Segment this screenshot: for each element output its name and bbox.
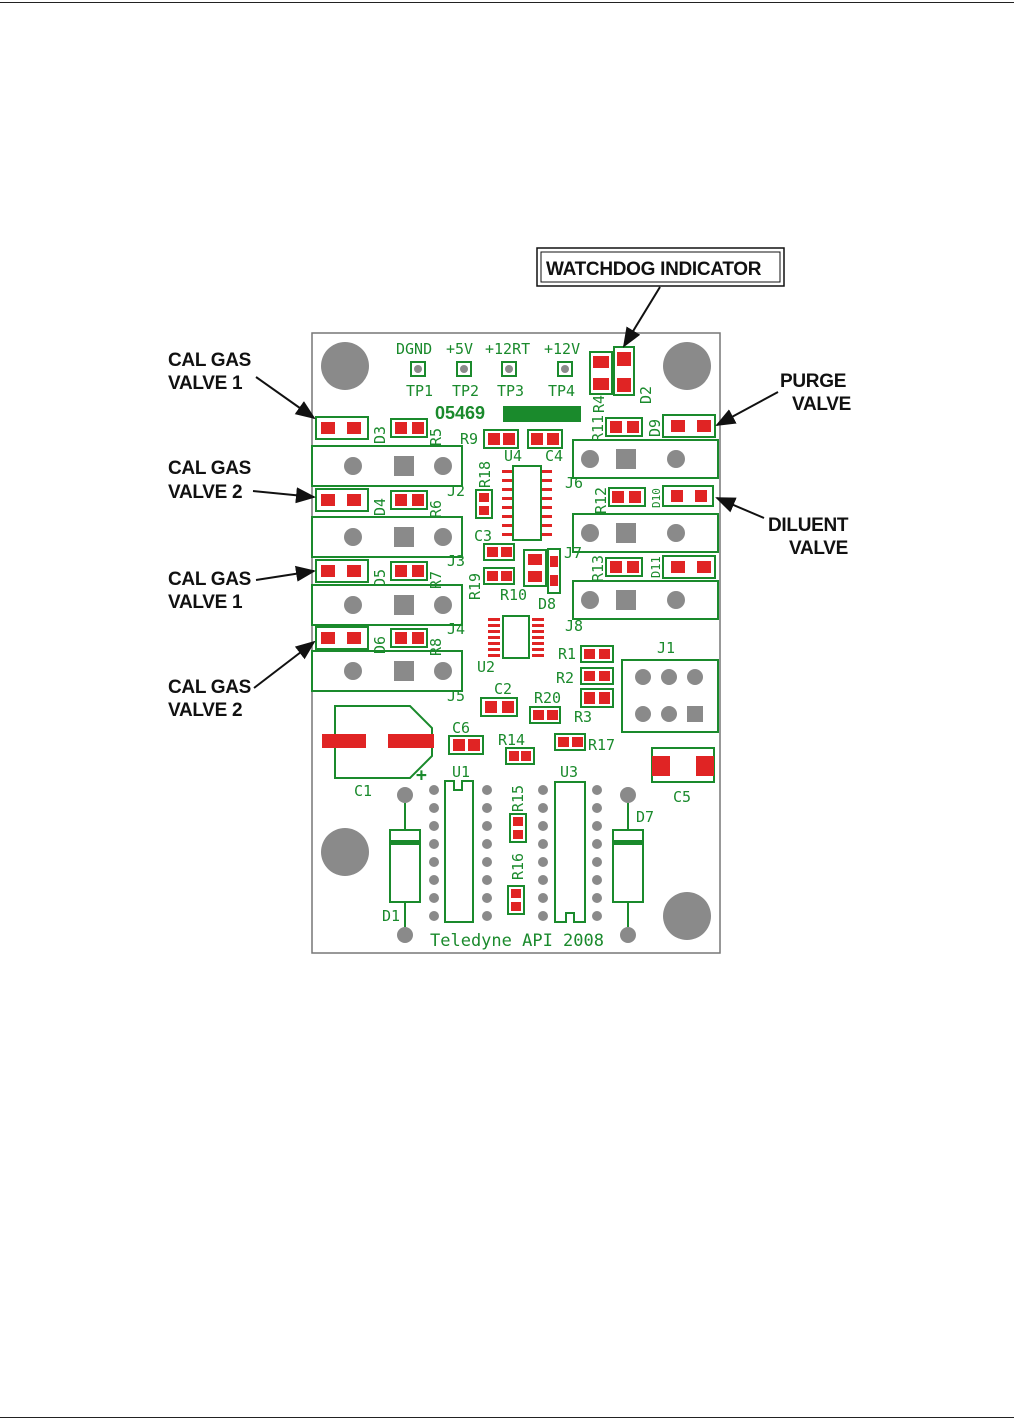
ref-c5: C5 (673, 788, 691, 806)
mounting-hole-tr (663, 342, 711, 390)
ref-d3: D3 (371, 426, 389, 444)
left-connectors (311, 445, 463, 692)
mounting-hole-tl (321, 342, 369, 390)
d1-diode (389, 787, 421, 943)
c1-capacitor (322, 705, 434, 779)
test-points (410, 361, 573, 377)
ref-r13: R13 (589, 555, 607, 582)
label-p5v: +5V (446, 340, 473, 358)
ref-r3: R3 (574, 708, 592, 726)
mounting-hole-bl (321, 828, 369, 876)
d7-diode (612, 787, 644, 943)
board-part-number: 05469 (435, 403, 485, 423)
ref-c3: C3 (474, 527, 492, 545)
ref-c4: C4 (545, 447, 563, 465)
bottom-rule (0, 1417, 1014, 1418)
board-footer: Teledyne API 2008 (430, 931, 604, 951)
u3-chip (538, 781, 602, 923)
ref-j5: J5 (447, 687, 465, 705)
ref-r18: R18 (476, 461, 494, 488)
label-tp4: TP4 (548, 382, 575, 400)
ref-d11: D11 (649, 556, 663, 578)
label-tp1: TP1 (406, 382, 433, 400)
ref-j8: J8 (565, 617, 583, 635)
ref-c2: C2 (494, 680, 512, 698)
ref-r6: R6 (427, 500, 445, 518)
resistors-r1-r3 (580, 645, 614, 708)
label-tp2: TP2 (452, 382, 479, 400)
ref-d4: D4 (371, 498, 389, 516)
watchdog-callout-box (536, 247, 785, 287)
ref-d10: D10 (650, 488, 663, 508)
callout-cal-gas-2b-line2: VALVE 2 (168, 700, 242, 721)
callout-watchdog: WATCHDOG INDICATOR (546, 259, 762, 280)
label-dgnd: DGND (396, 340, 432, 358)
callout-cal-gas-2b-line1: CAL GAS (168, 677, 251, 698)
ref-r14: R14 (498, 731, 525, 749)
ref-r10: R10 (500, 586, 527, 604)
ref-r8: R8 (427, 638, 445, 656)
part-number-bar (503, 406, 581, 422)
ref-r1: R1 (558, 645, 576, 663)
ref-r4: R4 (590, 395, 608, 413)
callout-diluent-line1: DILUENT (768, 515, 849, 536)
callout-cal-gas-1b-line2: VALVE 1 (168, 592, 243, 613)
label-tp3: TP3 (497, 382, 524, 400)
ref-c6: C6 (452, 719, 470, 737)
ref-u4: U4 (504, 447, 522, 465)
ref-d6: D6 (371, 636, 389, 654)
callout-cal-gas-2a-line2: VALVE 2 (168, 482, 242, 503)
callout-cal-gas-1a-line2: VALVE 1 (168, 373, 243, 394)
ref-d8: D8 (538, 595, 556, 613)
board-outline (311, 332, 721, 954)
ref-d9: D9 (646, 419, 664, 437)
ref-j2: J2 (447, 482, 465, 500)
ref-j6: J6 (565, 474, 583, 492)
left-led-rows (315, 416, 428, 650)
callout-purge-line1: PURGE (780, 371, 846, 392)
ref-d1: D1 (382, 907, 400, 925)
ref-u1: U1 (452, 763, 470, 781)
ref-u2: U2 (477, 658, 495, 676)
u2-chip (488, 615, 544, 659)
u4-chip (502, 465, 552, 541)
ref-r20: R20 (534, 689, 561, 707)
mounting-hole-br (663, 892, 711, 940)
u1-chip (429, 780, 492, 923)
ref-r2: R2 (556, 669, 574, 687)
ref-c1: C1 (354, 782, 372, 800)
ref-d5: D5 (371, 569, 389, 587)
label-p12v: +12V (544, 340, 580, 358)
ref-r19: R19 (466, 573, 484, 600)
j1-header (621, 659, 719, 733)
ref-j3: J3 (447, 552, 465, 570)
callout-cal-gas-1a-line1: CAL GAS (168, 350, 251, 371)
plus-marker: + (416, 765, 427, 786)
ref-r16: R16 (509, 853, 527, 880)
ref-r7: R7 (427, 571, 445, 589)
callout-diluent-line2: VALVE (789, 538, 848, 559)
ref-r12: R12 (592, 487, 610, 514)
ref-d2: D2 (637, 386, 655, 404)
ref-j1: J1 (657, 639, 675, 657)
callout-cal-gas-1b-line1: CAL GAS (168, 569, 251, 590)
ref-r15: R15 (509, 785, 527, 812)
top-rule (0, 2, 1014, 3)
ref-d7: D7 (636, 808, 654, 826)
ref-u3: U3 (560, 763, 578, 781)
ref-r5: R5 (427, 428, 445, 446)
ref-r9: R9 (460, 430, 478, 448)
right-connectors (572, 439, 719, 620)
label-p12rt: +12RT (485, 340, 530, 358)
callout-purge-line2: VALVE (792, 394, 851, 415)
ref-r11: R11 (589, 415, 607, 442)
callout-cal-gas-2a-line1: CAL GAS (168, 458, 251, 479)
ref-j4: J4 (447, 620, 465, 638)
ref-r17: R17 (588, 736, 615, 754)
right-led-rows (605, 414, 716, 579)
